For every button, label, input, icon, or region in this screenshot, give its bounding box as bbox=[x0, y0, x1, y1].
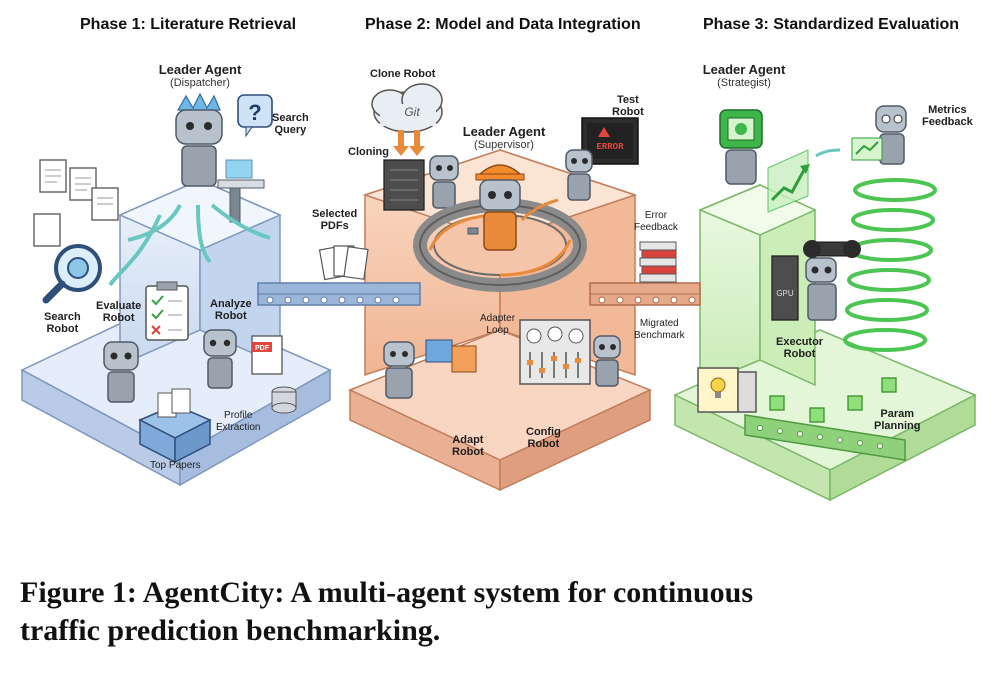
phase3-title: Phase 3: Standardized Evaluation bbox=[703, 16, 960, 33]
param-cubes bbox=[769, 377, 897, 423]
phase1-title: Phase 1: Literature Retrieval bbox=[80, 16, 297, 33]
diagram-artwork: ? bbox=[20, 83, 977, 502]
dispatcher-leader-robot bbox=[175, 92, 265, 223]
config-robot-panel bbox=[519, 319, 621, 387]
top-papers-box-icon bbox=[138, 388, 212, 464]
phase2-base-right bbox=[499, 388, 651, 492]
evaluate-clipboard-icon bbox=[145, 281, 189, 341]
magnifier-icon bbox=[42, 244, 102, 304]
evaluate-robot bbox=[103, 341, 139, 403]
test-robot-monitor: ERROR bbox=[520, 117, 639, 222]
top-papers-label: Top Papers bbox=[150, 460, 201, 471]
caption-line-2: traffic prediction benchmarking. bbox=[20, 614, 441, 647]
feedback-spiral bbox=[843, 178, 937, 352]
clone-robot-label: Clone Robot bbox=[370, 68, 436, 80]
diagram-stage: ? bbox=[20, 16, 977, 502]
metrics-feedback-robot bbox=[815, 105, 907, 165]
supervisor-role-label: (Supervisor) bbox=[474, 139, 534, 151]
phase2-title: Phase 2: Model and Data Integration bbox=[365, 16, 641, 33]
error-feedback-books bbox=[639, 241, 677, 283]
supervisor-leader-robot bbox=[467, 164, 525, 251]
document-stack-icon bbox=[33, 159, 119, 247]
dispatcher-leader-label: Leader Agent bbox=[158, 62, 242, 77]
cloning-label: Cloning bbox=[348, 146, 389, 158]
error-screen-text: ERROR bbox=[596, 142, 624, 152]
param-tunnel-icon bbox=[697, 367, 757, 413]
selected-pdfs-stack bbox=[318, 245, 369, 281]
gpu-label: GPU bbox=[776, 289, 794, 298]
strategist-leader-robot bbox=[719, 109, 810, 213]
conveyor-phase3-param bbox=[744, 414, 906, 461]
caption-line-1: Figure 1: AgentCity: A multi-agent syste… bbox=[20, 576, 754, 609]
supervisor-leader-label: Leader Agent bbox=[462, 124, 546, 139]
adapt-robot bbox=[383, 339, 477, 399]
executor-robot-gpu: GPU bbox=[771, 240, 861, 321]
figure-caption: Figure 1: AgentCity: A multi-agent syste… bbox=[20, 574, 985, 650]
dispatch-arrows bbox=[108, 203, 271, 287]
strategist-leader-label: Leader Agent bbox=[702, 62, 786, 77]
clone-robot-server bbox=[383, 155, 459, 211]
dispatcher-role-label: (Dispatcher) bbox=[170, 77, 230, 89]
git-label: Git bbox=[404, 105, 420, 119]
analyze-robot: PDF bbox=[203, 329, 297, 414]
git-cloud-icon: Git bbox=[371, 83, 443, 133]
conveyor-phase2-to-3 bbox=[589, 282, 701, 306]
svg-text:?: ? bbox=[248, 100, 261, 125]
pdf-tag: PDF bbox=[255, 345, 270, 352]
phase3-platform bbox=[673, 183, 977, 502]
cloning-arrows bbox=[393, 130, 425, 156]
conveyor-phase1-to-2 bbox=[257, 282, 421, 306]
strategist-role-label: (Strategist) bbox=[717, 77, 771, 89]
search-query-icon: ? bbox=[237, 94, 273, 138]
